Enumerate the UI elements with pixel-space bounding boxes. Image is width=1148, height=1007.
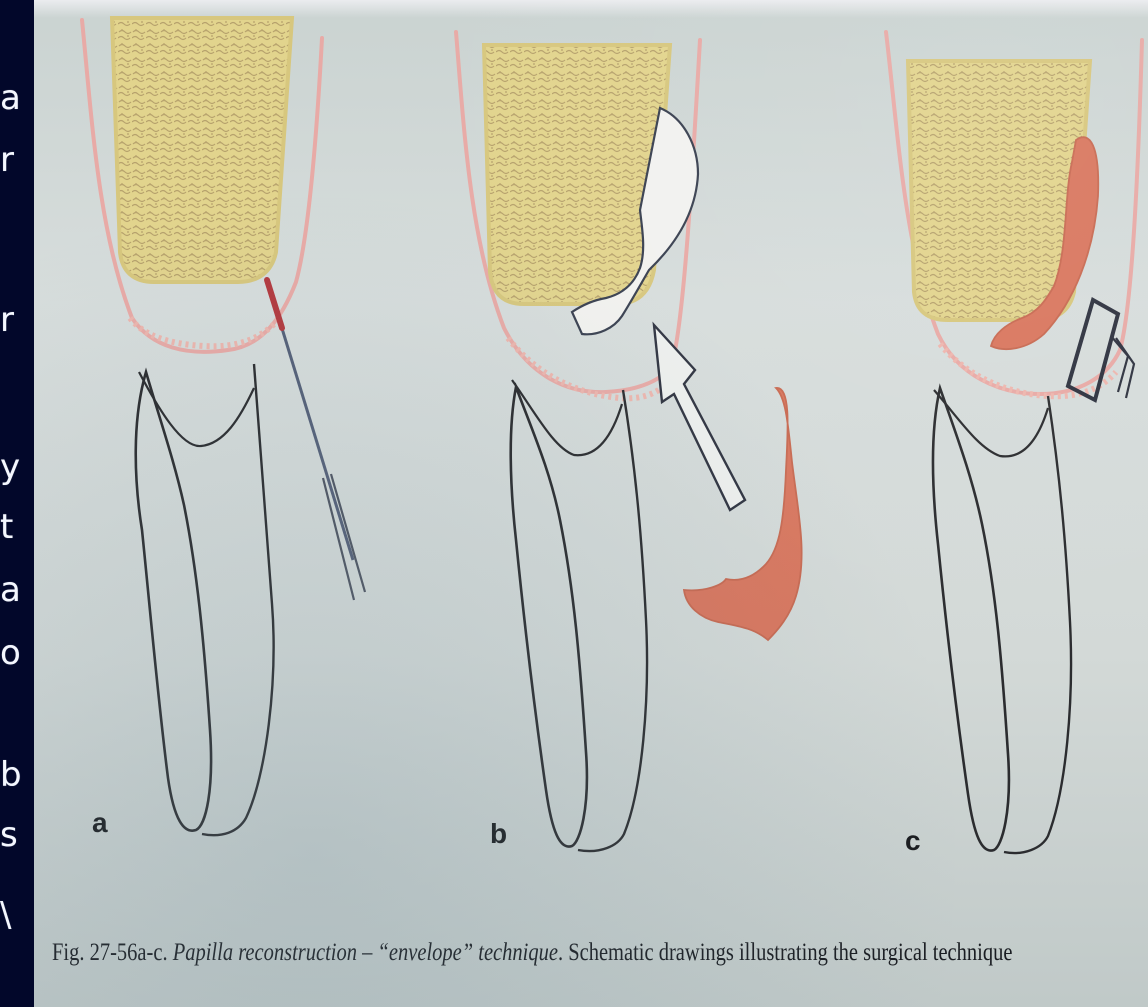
caption-title: Papilla reconstruction – “envelope” tech…: [173, 939, 558, 966]
tooth-edge-a: [202, 364, 274, 835]
dental-figure-drawing: [34, 0, 1148, 1007]
tooth-edge-b: [578, 390, 647, 851]
tooth-edge-c: [1004, 396, 1071, 853]
panel-c: [886, 32, 1142, 853]
caption-description: . Schematic drawings illustrating the su…: [558, 939, 1012, 966]
slide-letter: \: [0, 895, 11, 935]
panel-a: [82, 18, 365, 835]
suture-loop-c: [1068, 300, 1118, 400]
slide-letter: s: [0, 815, 18, 855]
slide-letter: r: [0, 140, 14, 180]
panel-b: [456, 32, 802, 851]
slide-letter: y: [0, 447, 20, 487]
figure-caption: Fig. 27-56a-c. Papilla reconstruction – …: [52, 928, 938, 978]
instrument-fork-a: [323, 474, 365, 600]
slide-letter: t: [0, 507, 13, 547]
gingiva-margin-c: [940, 344, 1116, 396]
caption-prefix: Fig. 27-56a-c.: [52, 939, 173, 966]
tooth-crown-c: [933, 388, 1009, 851]
textbook-figure-photo: a b c Fig. 27-56a-c. Papilla reconstruct…: [34, 0, 1148, 1007]
slide-letter: r: [0, 300, 14, 340]
slide-letter: a: [0, 78, 21, 118]
tooth-crown-a: [136, 372, 211, 831]
panel-label-a: a: [92, 807, 108, 839]
bone-crest-a: [112, 18, 292, 282]
slide-letter: a: [0, 570, 21, 610]
arrow-b: [654, 325, 745, 510]
panel-label-c: c: [905, 825, 921, 857]
slide-letter: o: [0, 633, 21, 673]
gingiva-margin-a: [130, 318, 280, 346]
slide-letter: b: [0, 755, 22, 795]
panel-label-b: b: [490, 818, 507, 850]
